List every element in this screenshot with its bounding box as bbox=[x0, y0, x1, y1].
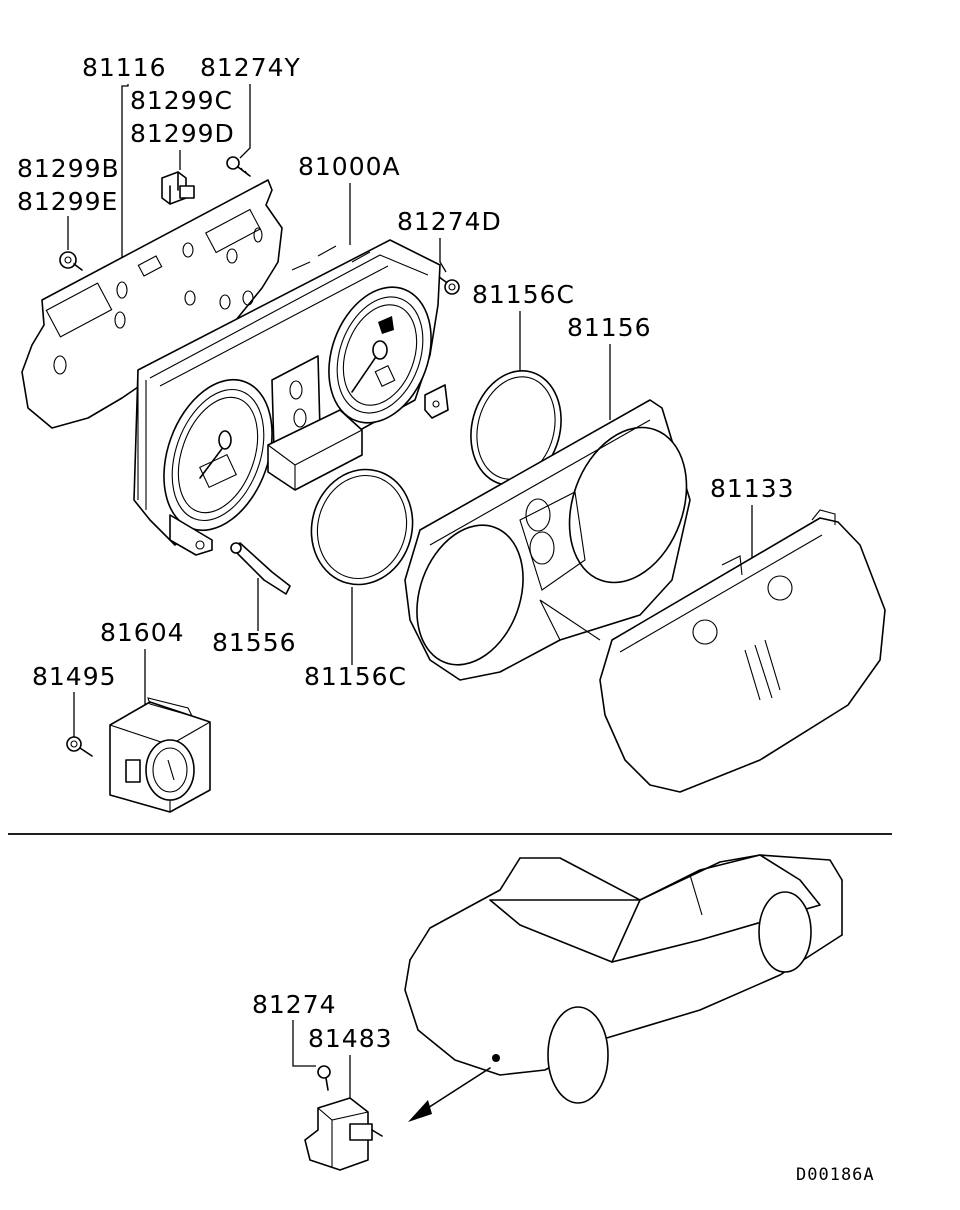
meter-ring-upper bbox=[470, 370, 562, 486]
screw-81495 bbox=[66, 736, 93, 757]
label-81483: 81483 bbox=[308, 1024, 393, 1053]
trip-reset-knob bbox=[230, 542, 291, 595]
meter-ring-lower bbox=[310, 468, 414, 586]
vehicle-location-view bbox=[404, 854, 843, 1122]
label-81604: 81604 bbox=[100, 618, 185, 647]
label-81116: 81116 bbox=[82, 53, 167, 82]
ambient-sensor bbox=[304, 1097, 383, 1171]
label-81274: 81274 bbox=[252, 990, 337, 1019]
label-81299b: 81299B bbox=[17, 154, 120, 183]
combination-meter-assembly bbox=[133, 239, 449, 556]
leader-lines bbox=[67, 84, 753, 1100]
screw-81299b bbox=[59, 251, 83, 271]
label-81274d: 81274D bbox=[397, 207, 502, 236]
label-81495: 81495 bbox=[32, 662, 117, 691]
label-81000a: 81000A bbox=[298, 152, 401, 181]
reference-code: D00186A bbox=[796, 1165, 875, 1185]
label-81156c-top: 81156C bbox=[472, 280, 575, 309]
label-81156: 81156 bbox=[567, 313, 652, 342]
clock-gauge bbox=[109, 697, 211, 813]
label-81133: 81133 bbox=[710, 474, 795, 503]
screw-81274 bbox=[317, 1065, 331, 1091]
label-81556: 81556 bbox=[212, 628, 297, 657]
label-81156c-bottom: 81156C bbox=[304, 662, 407, 691]
screw-81274y bbox=[226, 156, 251, 177]
label-81274y: 81274Y bbox=[200, 53, 301, 82]
label-81299d: 81299D bbox=[130, 119, 235, 148]
label-81299c: 81299C bbox=[130, 86, 233, 115]
meter-plate bbox=[404, 399, 691, 681]
label-81299e: 81299E bbox=[17, 187, 118, 216]
clip-81299d bbox=[161, 171, 195, 205]
meter-window bbox=[599, 509, 886, 793]
